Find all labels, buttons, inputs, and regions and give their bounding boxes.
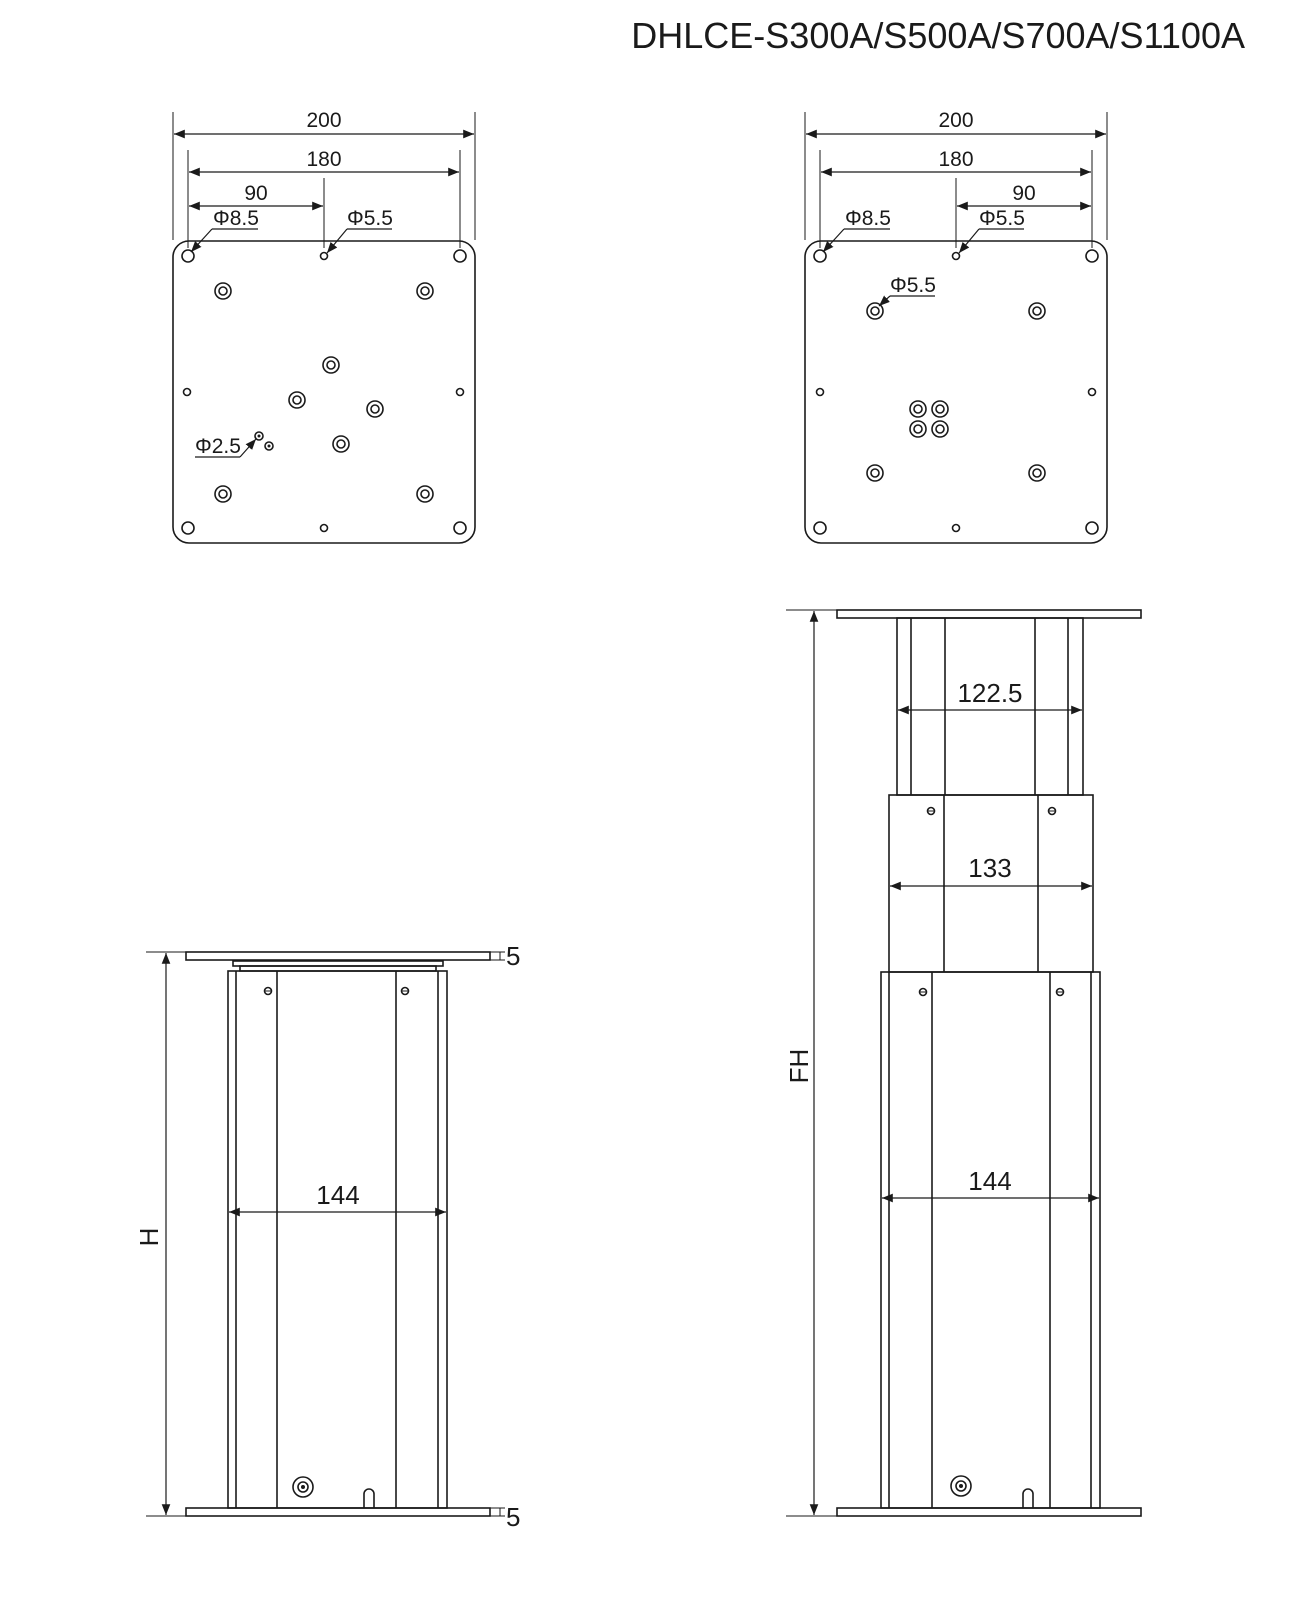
height-h-label: H	[134, 1228, 164, 1247]
bottom-plate-thickness-label: 5	[506, 1502, 520, 1532]
counterbore-hole	[322, 356, 340, 374]
small-hole	[455, 387, 465, 397]
counterbore-hole	[366, 400, 384, 418]
dim-90-label: 90	[1012, 182, 1035, 205]
top-left-plate-view: 200 180 90 Φ8.5	[172, 109, 476, 544]
dim-180-label: 180	[306, 148, 341, 171]
hole-label-8.5: Φ8.5	[213, 207, 259, 230]
dim-90-label: 90	[244, 182, 267, 205]
extended-side-view: FH 122.5 133 144	[784, 609, 1142, 1517]
small-hole	[951, 523, 961, 533]
width-122.5-label: 122.5	[957, 678, 1022, 708]
corner-hole	[453, 249, 467, 263]
hole-label-2.5: Φ2.5	[195, 435, 241, 458]
small-hole	[319, 251, 329, 261]
width-144-label: 144	[316, 1180, 359, 1210]
hole-label-5.5: Φ5.5	[347, 207, 393, 230]
counterbore-hole	[866, 464, 884, 482]
counterbore-hole	[1028, 464, 1046, 482]
screw-icon	[1047, 806, 1057, 816]
drawing-title: DHLCE-S300A/S500A/S700A/S1100A	[631, 15, 1245, 56]
dim-200-label: 200	[306, 109, 341, 132]
hole-label-inner-5.5: Φ5.5	[890, 274, 936, 297]
dim-200-label: 200	[938, 109, 973, 132]
cable-slot	[363, 1488, 375, 1508]
bottom-plate	[836, 1507, 1142, 1517]
counterbore-hole	[866, 302, 884, 320]
corner-hole	[181, 249, 195, 263]
top-right-plate-view: 200 180 90 Φ8.5 Φ5.5 Φ5.5	[804, 109, 1108, 544]
small-hole	[1087, 387, 1097, 397]
connector-port-icon	[950, 1475, 972, 1497]
counterbore-hole	[909, 400, 927, 418]
small-hole	[182, 387, 192, 397]
hole-label-5.5: Φ5.5	[979, 207, 1025, 230]
corner-hole	[813, 249, 827, 263]
bottom-plate	[185, 1507, 491, 1517]
hole-label-8.5: Φ8.5	[845, 207, 891, 230]
counterbore-hole	[416, 282, 434, 300]
column-body	[227, 970, 448, 1509]
counterbore-hole	[1028, 302, 1046, 320]
screw-icon	[918, 987, 928, 997]
retracted-side-view: 5 5 H 144	[134, 941, 520, 1532]
screw-icon	[400, 986, 410, 996]
counterbore-hole	[288, 391, 306, 409]
corner-hole	[453, 521, 467, 535]
mounting-plate-outline	[804, 240, 1108, 544]
width-133-label: 133	[968, 853, 1011, 883]
stage-2-tube	[888, 794, 1094, 973]
height-fh-label: FH	[784, 1049, 814, 1084]
top-plate	[836, 609, 1142, 619]
mounting-plate-outline	[172, 240, 476, 544]
counterbore-hole	[214, 485, 232, 503]
small-hole	[319, 523, 329, 533]
counterbore-hole	[909, 420, 927, 438]
screw-icon	[1055, 987, 1065, 997]
corner-hole	[1085, 521, 1099, 535]
counterbore-hole	[416, 485, 434, 503]
top-plate	[185, 951, 491, 961]
counterbore-hole	[931, 420, 949, 438]
top-plate-thickness-label: 5	[506, 941, 520, 971]
tiny-hole	[264, 441, 274, 451]
corner-hole	[181, 521, 195, 535]
connector-port-icon	[292, 1476, 314, 1498]
small-hole	[951, 251, 961, 261]
dim-180-label: 180	[938, 148, 973, 171]
counterbore-hole	[931, 400, 949, 418]
corner-hole	[1085, 249, 1099, 263]
corner-hole	[813, 521, 827, 535]
counterbore-hole	[332, 435, 350, 453]
cable-slot	[1022, 1488, 1034, 1508]
small-hole	[815, 387, 825, 397]
stage-1-tube	[880, 971, 1101, 1509]
screw-icon	[263, 986, 273, 996]
counterbore-hole	[214, 282, 232, 300]
screw-icon	[926, 806, 936, 816]
tiny-hole	[254, 431, 264, 441]
width-144-label: 144	[968, 1166, 1011, 1196]
